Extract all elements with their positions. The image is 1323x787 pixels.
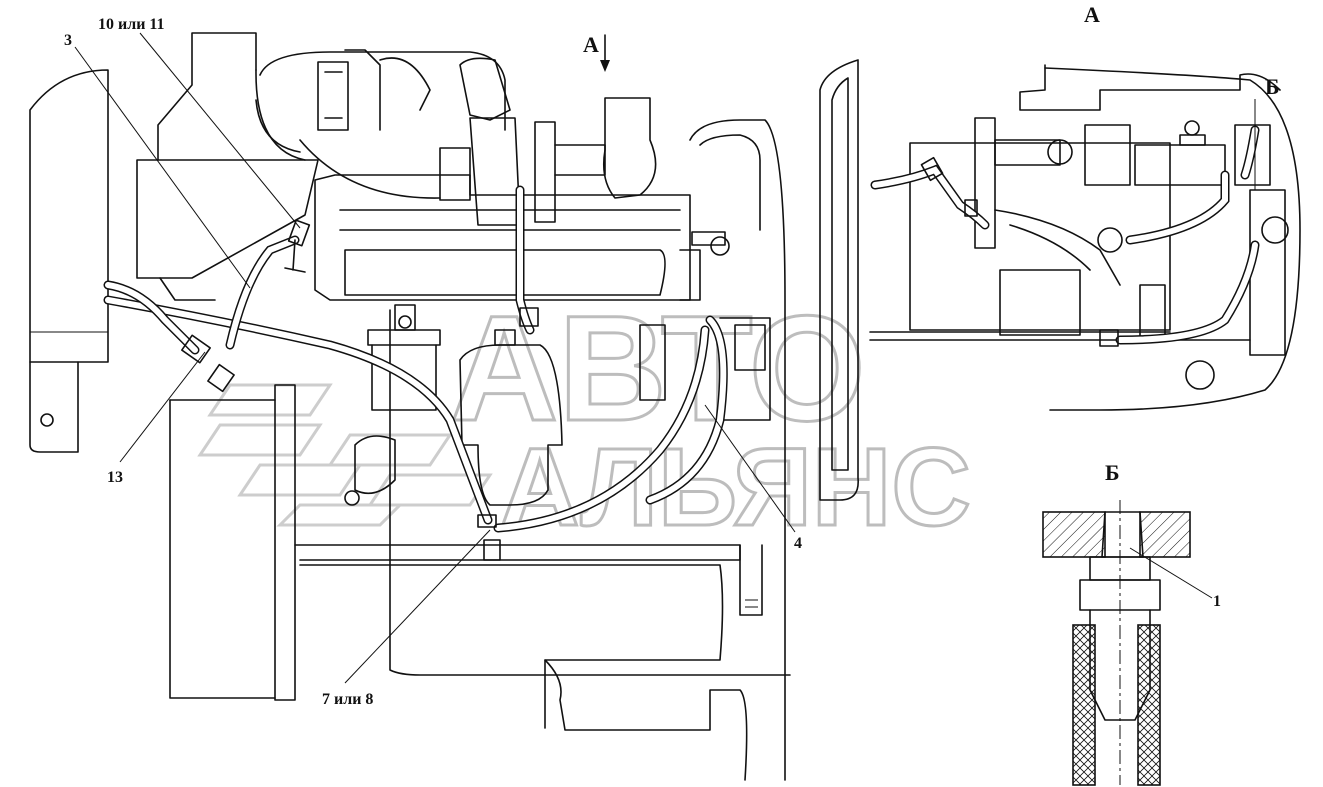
callout-7-or-8: 7 или 8 <box>322 691 373 708</box>
detail-b-drawing <box>1042 500 1191 786</box>
watermark-line1: АВТО <box>450 284 866 452</box>
view-arrow-a-label: А <box>583 32 599 57</box>
callout-1: 1 <box>1213 593 1221 610</box>
watermark-line2: АЛЬЯНС <box>500 426 971 549</box>
callout-10-or-11: 10 или 11 <box>98 16 165 33</box>
view-a-drawing <box>869 64 1301 411</box>
view-a-title: А <box>1084 2 1100 27</box>
engine-block <box>169 49 791 781</box>
callout-3: 3 <box>64 32 72 49</box>
mark-b-label: Б <box>1265 74 1280 99</box>
radiator-panel <box>29 69 109 453</box>
fuel-hoses-main <box>103 185 728 561</box>
detail-b-title: Б <box>1105 460 1120 485</box>
cab-side-panel <box>819 59 859 501</box>
air-filter-housing <box>136 32 319 301</box>
leader-lines <box>74 32 1256 684</box>
callout-13: 13 <box>107 469 123 486</box>
watermark-logo: АВТО АЛЬЯНС <box>197 283 972 551</box>
fuel-filter <box>344 304 563 506</box>
callout-4: 4 <box>794 535 802 552</box>
callout-labels: 3 10 или 11 13 7 или 8 4 1 А А Б Б <box>64 2 1280 708</box>
